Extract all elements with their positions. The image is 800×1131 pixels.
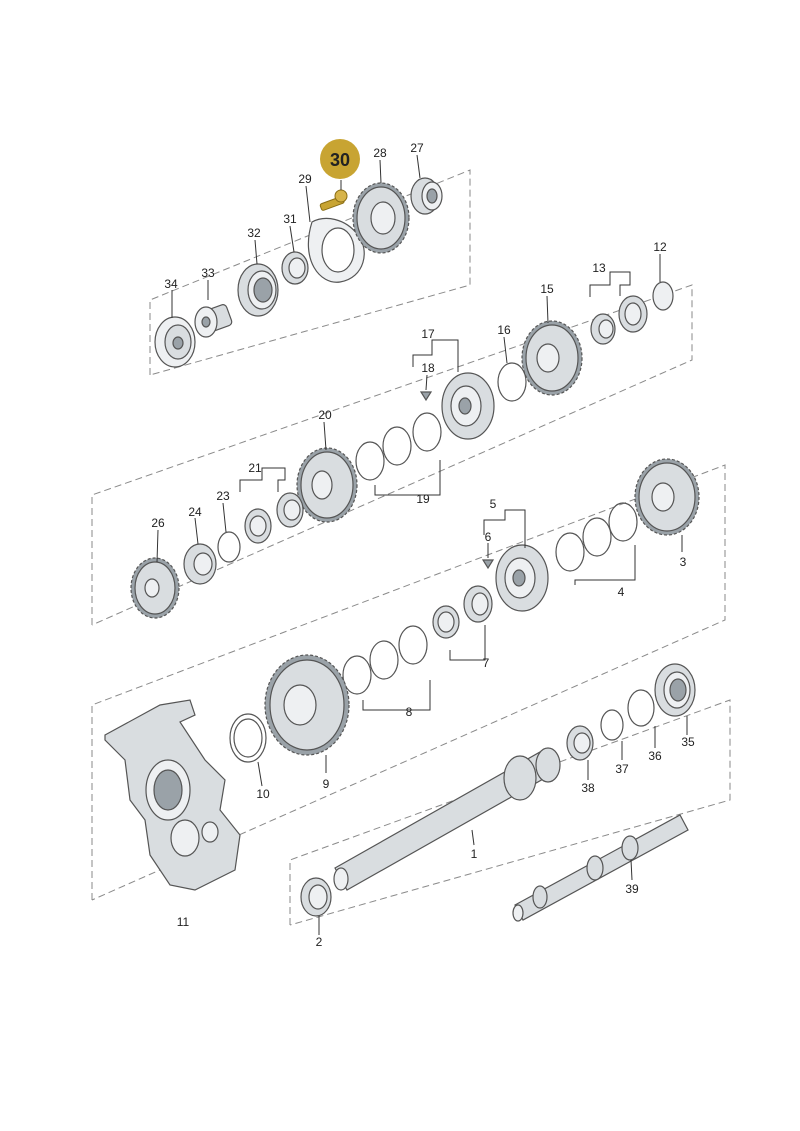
label-12: 12 <box>653 240 667 254</box>
label-19: 19 <box>416 492 430 506</box>
part-19-synchro-rings[interactable] <box>355 412 442 481</box>
label-1: 1 <box>471 847 478 861</box>
label-33: 33 <box>201 266 215 280</box>
part-16-ring[interactable] <box>497 362 527 402</box>
part-31-ring[interactable] <box>281 251 309 285</box>
label-7: 7 <box>483 656 490 670</box>
part-20-gear[interactable] <box>296 447 358 523</box>
part-10-ring[interactable] <box>229 713 267 763</box>
label-21: 21 <box>248 461 262 475</box>
label-38: 38 <box>581 781 595 795</box>
part-32-bearing[interactable] <box>237 263 279 317</box>
label-37: 37 <box>615 762 629 776</box>
label-16: 16 <box>497 323 511 337</box>
label-34: 34 <box>164 277 178 291</box>
part-36-circlip[interactable] <box>627 689 655 727</box>
label-9: 9 <box>323 777 330 791</box>
label-4: 4 <box>618 585 625 599</box>
group-frames <box>91 169 731 926</box>
label-39: 39 <box>625 882 639 896</box>
part-38-bearing[interactable] <box>566 725 594 761</box>
part-1-main-shaft[interactable] <box>333 747 561 891</box>
part-34-flange[interactable] <box>154 316 196 368</box>
part-13-needle-bearing[interactable] <box>590 295 648 345</box>
label-13: 13 <box>592 261 606 275</box>
part-30-screw[interactable] <box>319 189 348 211</box>
part-17-synchro-hub[interactable] <box>441 372 495 440</box>
label-29: 29 <box>298 172 312 186</box>
callout-30-label: 30 <box>330 150 350 170</box>
label-3: 3 <box>680 555 687 569</box>
label-17: 17 <box>421 327 435 341</box>
part-15-gear[interactable] <box>521 320 583 396</box>
part-labels: 28 27 29 31 32 33 34 12 13 15 16 17 18 1… <box>151 141 695 949</box>
label-32: 32 <box>247 226 261 240</box>
part-3-gear[interactable] <box>634 458 700 536</box>
part-29-retaining-plate[interactable] <box>307 217 365 283</box>
label-6: 6 <box>485 530 492 544</box>
label-23: 23 <box>216 489 230 503</box>
label-11: 11 <box>177 915 190 929</box>
part-6-detent[interactable] <box>481 559 495 570</box>
label-24: 24 <box>188 505 202 519</box>
label-8: 8 <box>406 705 413 719</box>
label-20: 20 <box>318 408 332 422</box>
label-35: 35 <box>681 735 695 749</box>
label-36: 36 <box>648 749 662 763</box>
label-15: 15 <box>540 282 554 296</box>
part-23-ring[interactable] <box>217 531 241 563</box>
part-35-bearing[interactable] <box>654 663 696 717</box>
part-33-bolt[interactable] <box>194 304 233 338</box>
part-2-needle-bearing[interactable] <box>300 877 332 917</box>
part-4-synchro-rings[interactable] <box>555 502 638 572</box>
label-28: 28 <box>373 146 387 160</box>
label-27: 27 <box>410 141 424 155</box>
label-2: 2 <box>316 935 323 949</box>
label-10: 10 <box>256 787 270 801</box>
part-27-sleeve[interactable] <box>410 177 443 215</box>
label-31: 31 <box>283 212 297 226</box>
part-8-synchro-rings[interactable] <box>342 625 428 695</box>
part-12-ring[interactable] <box>652 281 674 311</box>
part-39-shift-shaft[interactable] <box>512 814 689 922</box>
label-26: 26 <box>151 516 165 530</box>
part-37-circlip[interactable] <box>600 709 624 741</box>
label-18: 18 <box>421 361 435 375</box>
part-24-bearing[interactable] <box>183 543 217 585</box>
part-11-housing[interactable] <box>104 699 241 891</box>
part-5-synchro-hub[interactable] <box>495 544 549 612</box>
callout-30-highlight[interactable]: 30 <box>320 139 360 179</box>
part-18-detent[interactable] <box>419 391 433 402</box>
part-26-gear-shaft[interactable] <box>130 557 180 619</box>
label-5: 5 <box>490 497 497 511</box>
part-9-gear[interactable] <box>264 654 350 756</box>
part-21-needle-bearing[interactable] <box>244 492 304 544</box>
part-7-needle-bearing[interactable] <box>432 585 493 639</box>
part-28-gear[interactable] <box>352 182 410 254</box>
leader-lines <box>156 154 688 935</box>
